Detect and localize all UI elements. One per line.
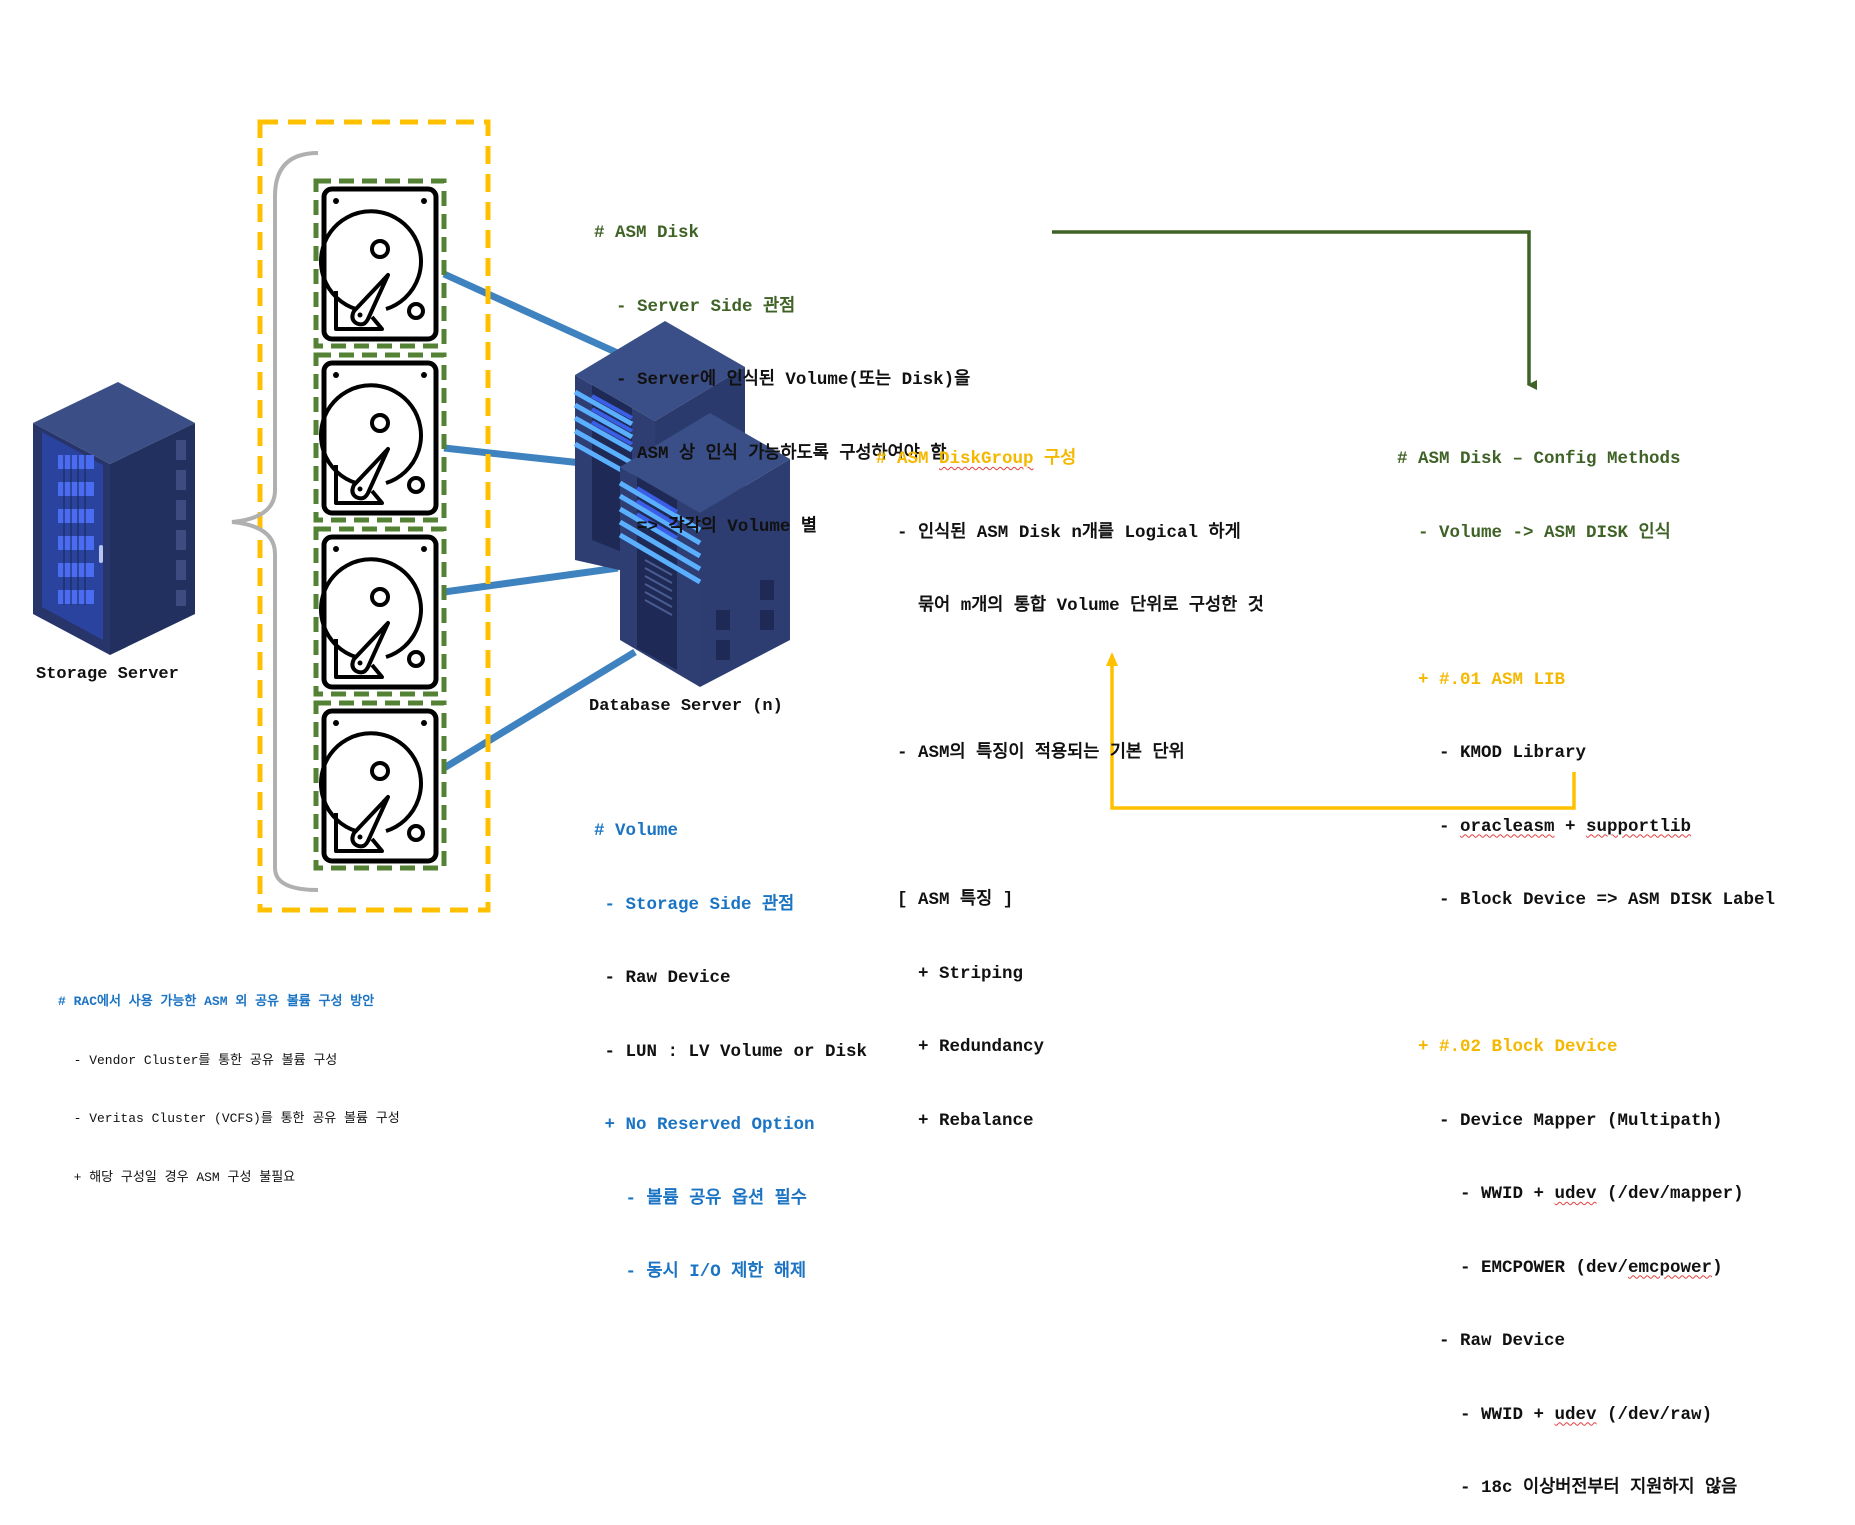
volume-line-1: - Raw Device xyxy=(594,968,731,988)
asm-disk-line-2: ASM 상 인식 가능하도록 구성하여야 함 xyxy=(616,443,947,464)
method-asmlib-item-2: - oracleasm + supportlib xyxy=(1397,815,1775,840)
item-mid: + xyxy=(1554,816,1587,837)
hard-disk-icon xyxy=(321,189,436,339)
rac-note-line-1: - Vendor Cluster를 통한 공유 볼륨 구성 xyxy=(58,1052,338,1068)
method-blockdevice-item-5: - WWID + udev (/dev/raw) xyxy=(1397,1403,1775,1428)
volume-title: # Volume xyxy=(594,821,679,841)
storage-server-label: Storage Server xyxy=(36,665,179,684)
asm-disk-line-1: - Server에 인식된 Volume(또는 Disk)을 xyxy=(616,370,971,390)
method-blockdevice-title: + #.02 Block Device xyxy=(1397,1037,1618,1057)
diskgroup-line-3 xyxy=(876,668,1264,693)
item-word-oracleasm: oracleasm xyxy=(1460,816,1555,837)
volume-option-line-1: - 볼륨 공유 옵션 필수 xyxy=(594,1188,807,1209)
volume-section: # Volume - Storage Side 관점 - Raw Device … xyxy=(594,770,867,1309)
item-prefix: - WWID + xyxy=(1397,1404,1555,1425)
method-asmlib-item-3: - Block Device => ASM DISK Label xyxy=(1397,890,1776,910)
item-word-supportlib: supportlib xyxy=(1586,816,1692,837)
item-suffix: ) xyxy=(1712,1257,1723,1278)
database-server-label: Database Server (n) xyxy=(589,697,783,716)
asm-disk-section: # ASM Disk - Server Side 관점 - Server에 인식… xyxy=(594,172,970,564)
volume-option-line-2: - 동시 I/O 제한 해제 xyxy=(594,1262,807,1282)
volume-line-2: - LUN : LV Volume or Disk xyxy=(594,1041,868,1062)
method-asmlib-title: + #.01 ASM LIB xyxy=(1397,669,1566,690)
disk-1 xyxy=(313,178,447,349)
asm-diskgroup-section: # ASM DiskGroup 구성 - 인식된 ASM Disk n개를 Lo… xyxy=(876,398,1264,1158)
config-methods-title: # ASM Disk – Config Methods xyxy=(1397,449,1681,469)
diskgroup-line-7: + Striping xyxy=(876,963,1024,984)
volume-perspective: - Storage Side 관점 xyxy=(594,894,795,915)
rac-note-line-3: + 해당 구성일 경우 ASM 구성 불필요 xyxy=(58,1169,296,1185)
diskgroup-line-1: - 인식된 ASM Disk n개를 Logical 하게 xyxy=(876,522,1241,543)
method-asmlib-item-1: - KMOD Library xyxy=(1397,743,1587,763)
connector-line-disk-1 xyxy=(442,270,624,359)
item-word-udev: udev xyxy=(1554,1404,1597,1425)
diskgroup-line-2: 묶어 m개의 통합 Volume 단위로 구성한 것 xyxy=(876,596,1264,616)
hard-disk-icon xyxy=(321,537,436,687)
diskgroup-line-5 xyxy=(876,815,1264,840)
item-prefix: - WWID + xyxy=(1397,1184,1555,1204)
diskgroup-title-prefix: # ASM xyxy=(876,449,940,469)
method-blockdevice-item-4: - Raw Device xyxy=(1397,1331,1566,1351)
item-prefix: - EMCPOWER (dev/ xyxy=(1397,1257,1629,1278)
connector-lines xyxy=(442,270,637,771)
asm-diskgroup-title: # ASM DiskGroup 구성 xyxy=(876,447,1264,472)
server-tower-icon xyxy=(573,321,790,687)
asm-disk-line-3: => 각각의 Volume 별 xyxy=(616,517,817,537)
rac-note-title: # RAC에서 사용 가능한 ASM 외 공유 볼륨 구성 방안 xyxy=(58,994,375,1009)
item-word-emcpower: emcpower xyxy=(1628,1257,1713,1278)
storage-rack-icon xyxy=(33,382,195,655)
asm-disk-title: # ASM Disk xyxy=(594,223,700,243)
hard-disk-icon xyxy=(321,711,436,861)
rac-note-line-2: - Veritas Cluster (VCFS)를 통한 공유 볼륨 구성 xyxy=(58,1111,400,1126)
arrow-asm-disk-to-config xyxy=(1052,230,1537,390)
method-blockdevice-item-1: - Device Mapper (Multipath) xyxy=(1397,1110,1723,1131)
diskgroup-line-4: - ASM의 특징이 적용되는 기본 단위 xyxy=(876,743,1185,763)
config-methods-subtitle: - Volume -> ASM DISK 인식 xyxy=(1397,522,1671,543)
connector-line-disk-3 xyxy=(443,564,619,596)
disk-3 xyxy=(313,526,447,697)
diskgroup-title-word: DiskGroup xyxy=(939,449,1034,469)
item-word-udev: udev xyxy=(1554,1184,1597,1204)
method-blockdevice-item-6: - 18c 이상버전부터 지원하지 않음 xyxy=(1397,1478,1738,1498)
diskgroup-line-6: [ ASM 특징 ] xyxy=(876,890,1014,910)
volume-option: + No Reserved Option xyxy=(594,1115,815,1135)
brace xyxy=(231,151,319,892)
diskgroup-line-9: + Rebalance xyxy=(876,1110,1034,1131)
method-blockdevice-item-2: - WWID + udev (/dev/mapper) xyxy=(1397,1182,1775,1207)
item-prefix: - xyxy=(1397,816,1461,837)
rac-note: # RAC에서 사용 가능한 ASM 외 공유 볼륨 구성 방안 - Vendo… xyxy=(58,953,400,1207)
disk-4 xyxy=(313,700,447,871)
hard-disk-icon xyxy=(321,363,436,513)
diskgroup-line-8: + Redundancy xyxy=(876,1037,1045,1057)
asm-disk-perspective: - Server Side 관점 xyxy=(616,296,796,317)
item-suffix: (/dev/raw) xyxy=(1596,1404,1713,1425)
method-blockdevice-item-3: - EMCPOWER (dev/emcpower) xyxy=(1397,1256,1775,1281)
config-methods-section: # ASM Disk – Config Methods - Volume -> … xyxy=(1397,398,1775,1525)
arrow-config-to-diskgroup xyxy=(1110,664,1576,810)
connector-line-disk-2 xyxy=(443,444,601,469)
item-suffix: (/dev/mapper) xyxy=(1596,1184,1744,1204)
disk-2 xyxy=(313,352,447,523)
arrow-head-up-icon xyxy=(1106,652,1118,666)
diskgroup-title-suffix: 구성 xyxy=(1033,449,1077,469)
diagram-canvas xyxy=(33,119,1576,913)
connector-line-disk-4 xyxy=(442,649,637,771)
